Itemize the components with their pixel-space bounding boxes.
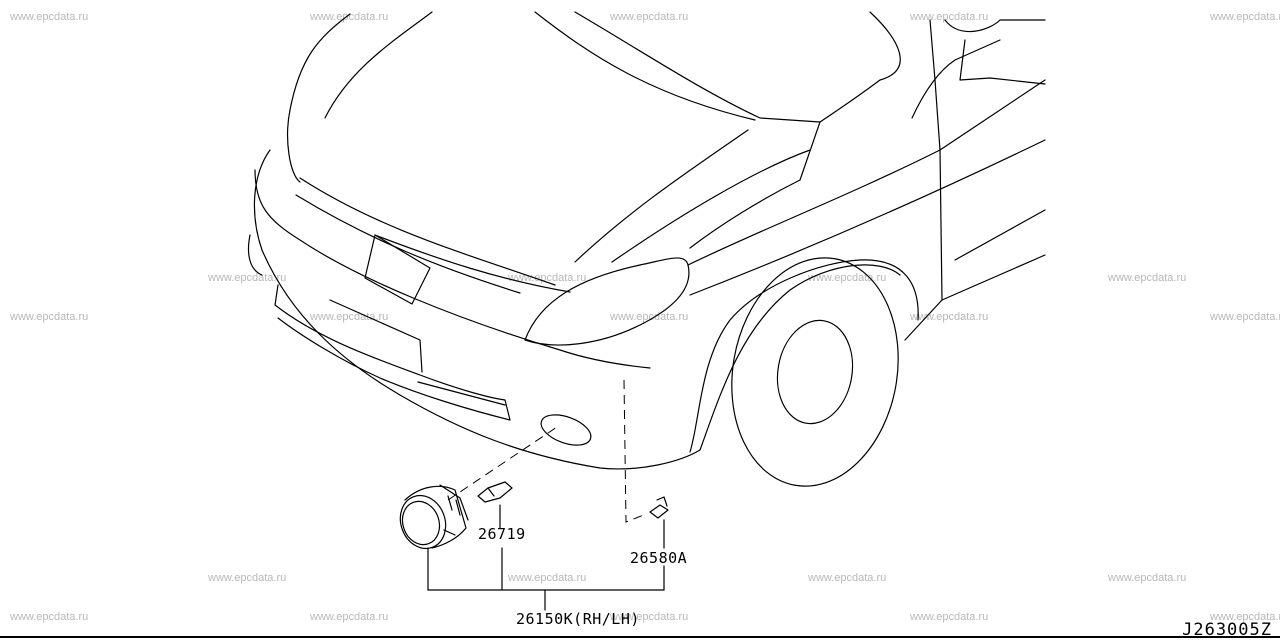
watermark: www.epcdata.ru [1108, 272, 1187, 284]
bottom-rule [0, 636, 1280, 638]
watermark: www.epcdata.ru [1210, 311, 1280, 323]
watermark: www.epcdata.ru [610, 611, 689, 623]
car-body-outline [247, 11, 1046, 487]
watermark: www.epcdata.ru [310, 311, 389, 323]
fog-lamp-assembly [399, 481, 669, 550]
watermark: www.epcdata.ru [910, 611, 989, 623]
watermark: www.epcdata.ru [610, 311, 689, 323]
illustration-code: J263005Z [1182, 620, 1272, 640]
watermark: www.epcdata.ru [310, 611, 389, 623]
part-number-screw: 26580A [630, 549, 688, 567]
leader-lines [427, 379, 665, 611]
watermark: www.epcdata.ru [10, 611, 89, 623]
watermark: www.epcdata.ru [10, 11, 89, 23]
watermark: www.epcdata.ru [610, 11, 689, 23]
watermark: www.epcdata.ru [1210, 611, 1280, 623]
watermark: www.epcdata.ru [208, 272, 287, 284]
watermark: www.epcdata.ru [10, 311, 89, 323]
watermark: www.epcdata.ru [1108, 572, 1187, 584]
watermark: www.epcdata.ru [208, 572, 287, 584]
watermark: www.epcdata.ru [1210, 11, 1280, 23]
watermark: www.epcdata.ru [310, 11, 389, 23]
watermark: www.epcdata.ru [508, 572, 587, 584]
part-number-fog-lamp: 26150K(RH/LH) [516, 610, 640, 628]
watermark: www.epcdata.ru [808, 572, 887, 584]
part-number-bulb: 26719 [478, 525, 526, 543]
